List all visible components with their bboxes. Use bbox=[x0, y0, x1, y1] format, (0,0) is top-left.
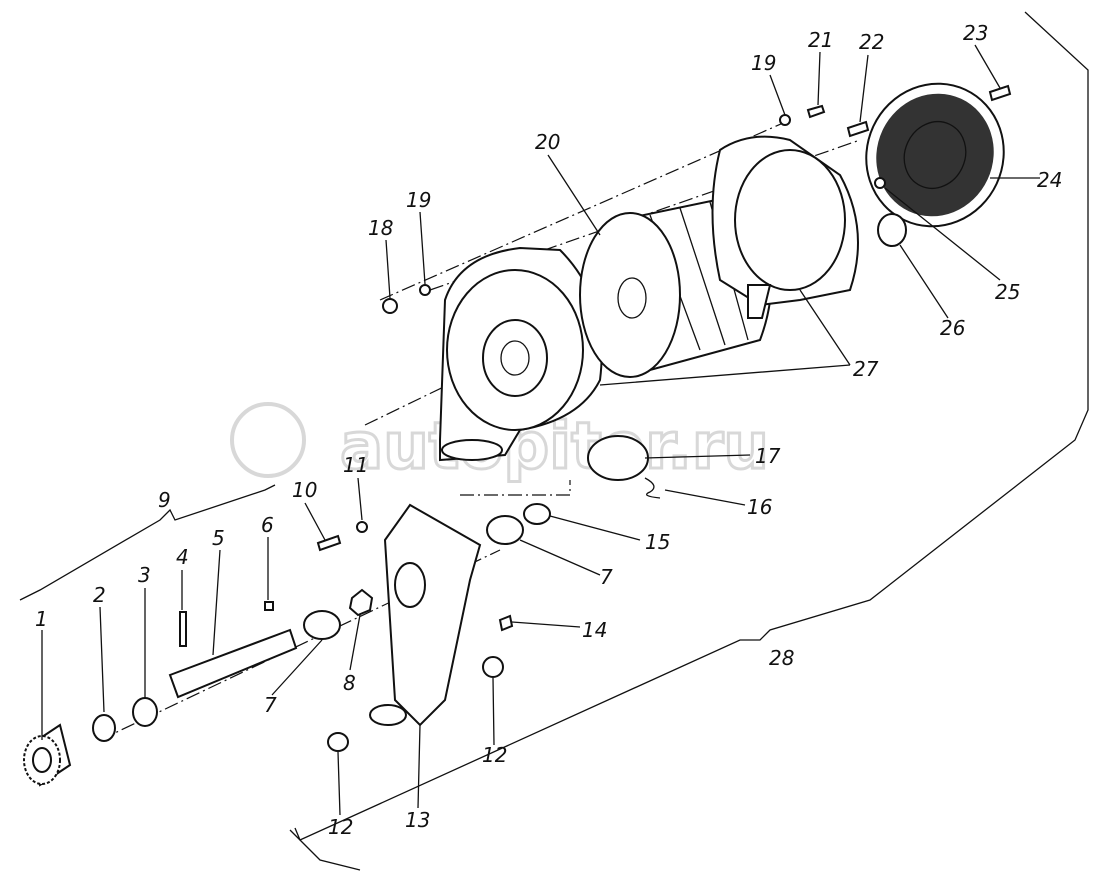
label-6: 6 bbox=[261, 513, 274, 537]
label-19-top: 19 bbox=[751, 51, 776, 75]
gear-1 bbox=[23, 723, 72, 787]
label-24: 24 bbox=[1037, 168, 1062, 192]
bracket-28 bbox=[289, 11, 1089, 871]
label-9: 9 bbox=[158, 488, 171, 512]
label-8: 8 bbox=[343, 671, 356, 695]
label-7-top: 7 bbox=[600, 565, 613, 589]
label-12-right: 12 bbox=[482, 743, 507, 767]
label-4: 4 bbox=[176, 545, 189, 569]
part-labels: 1 2 3 4 5 6 7 7 8 9 10 11 12 12 13 14 15… bbox=[35, 21, 1062, 839]
washer-19-top bbox=[779, 114, 791, 126]
label-28: 28 bbox=[769, 646, 794, 670]
washer-25 bbox=[874, 177, 886, 189]
label-1: 1 bbox=[35, 607, 48, 631]
support-bracket bbox=[369, 503, 482, 727]
label-11: 11 bbox=[343, 453, 368, 477]
bearing-7-top bbox=[486, 515, 524, 545]
label-18: 18 bbox=[368, 216, 393, 240]
label-23: 23 bbox=[963, 21, 988, 45]
label-3: 3 bbox=[138, 563, 151, 587]
front-housing bbox=[711, 135, 859, 319]
shaft bbox=[168, 628, 298, 699]
bushing-12-right bbox=[482, 656, 504, 678]
label-14: 14 bbox=[582, 618, 607, 642]
cap bbox=[877, 213, 907, 247]
bushing-15 bbox=[523, 503, 551, 525]
label-25: 25 bbox=[995, 280, 1020, 304]
washer-11 bbox=[356, 521, 368, 533]
bushing-12-left bbox=[327, 732, 349, 752]
pin-4 bbox=[179, 611, 187, 647]
label-16: 16 bbox=[747, 495, 772, 519]
label-5: 5 bbox=[212, 526, 225, 550]
screw-23 bbox=[988, 84, 1012, 102]
bracket-9 bbox=[19, 484, 276, 601]
screw-21 bbox=[806, 104, 826, 119]
screw-10 bbox=[316, 534, 342, 552]
label-2: 2 bbox=[93, 583, 106, 607]
ring-2 bbox=[92, 714, 116, 742]
nut-18 bbox=[382, 298, 398, 314]
fan-housing bbox=[439, 246, 603, 462]
nut-8 bbox=[348, 588, 374, 617]
label-17: 17 bbox=[755, 444, 781, 468]
label-19: 19 bbox=[406, 188, 431, 212]
label-15: 15 bbox=[645, 530, 670, 554]
clip bbox=[644, 477, 661, 499]
label-10: 10 bbox=[292, 478, 317, 502]
screw-14 bbox=[498, 614, 514, 632]
bearing-7 bbox=[303, 610, 341, 640]
leader-lines bbox=[41, 44, 1040, 816]
grille bbox=[865, 82, 1005, 228]
damper bbox=[587, 435, 649, 481]
label-21: 21 bbox=[808, 28, 833, 52]
label-12-left: 12 bbox=[328, 815, 353, 839]
washer-19 bbox=[419, 284, 431, 296]
label-7: 7 bbox=[264, 693, 277, 717]
label-22: 22 bbox=[859, 30, 884, 54]
label-27: 27 bbox=[853, 357, 879, 381]
label-20: 20 bbox=[535, 130, 560, 154]
screw-22 bbox=[846, 120, 870, 138]
bushing-3 bbox=[132, 697, 158, 727]
label-26: 26 bbox=[940, 316, 965, 340]
key-6 bbox=[264, 601, 274, 611]
label-13: 13 bbox=[405, 808, 430, 832]
